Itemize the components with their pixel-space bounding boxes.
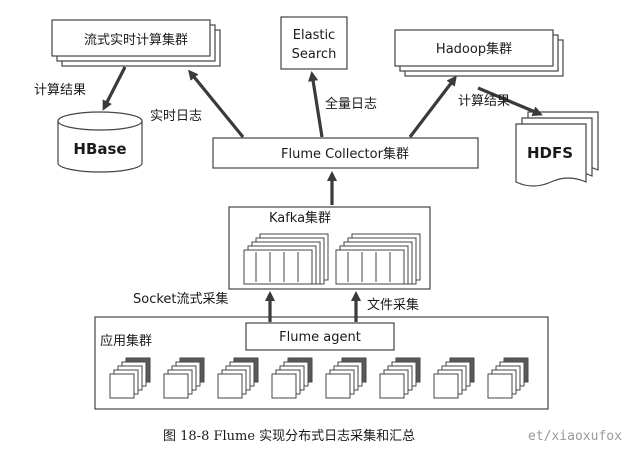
arrow-hadoop-to-hdfs	[477, 86, 543, 116]
arrow-stream-to-hbase	[102, 66, 127, 111]
server-stack-icon	[271, 357, 313, 399]
hdfs-label: HDFS	[527, 144, 573, 162]
flume-agent-label: Flume agent	[279, 330, 361, 345]
server-stack-icon	[109, 357, 151, 399]
arrow-collector-to-elastic	[308, 70, 324, 138]
app-cluster-label: 应用集群	[100, 333, 152, 349]
figure-caption: 图 18-8 Flume 实现分布式日志采集和汇总	[163, 428, 415, 444]
server-stack-icon	[163, 357, 205, 399]
elastic-label-line2: Search	[292, 47, 337, 62]
watermark: et/xiaoxufox	[528, 429, 622, 444]
server-stack-icon	[379, 357, 421, 399]
arrow-collector-to-stream	[188, 69, 245, 139]
stream-cluster-node: 流式实时计算集群	[51, 19, 221, 67]
server-stack-icon	[487, 357, 529, 399]
app-server-icons	[109, 357, 529, 399]
hdfs-node: HDFS	[515, 111, 599, 187]
elastic-label-line1: Elastic	[293, 28, 335, 43]
edge-label-socket-stream: Socket流式采集	[133, 291, 229, 307]
server-stack-icon	[433, 357, 475, 399]
flume-collector-node: Flume Collector集群	[212, 137, 479, 169]
stream-cluster-label: 流式实时计算集群	[84, 32, 188, 48]
hadoop-cluster-node: Hadoop集群	[394, 29, 564, 77]
kafka-partition-group-left	[243, 233, 329, 285]
kafka-cluster-node: Kafka集群	[228, 206, 431, 290]
edge-label-realtime-log: 实时日志	[150, 109, 202, 124]
server-stack-icon	[325, 357, 367, 399]
elastic-search-node: Elastic Search	[280, 16, 348, 70]
flume-agent-node: Flume agent	[245, 322, 395, 351]
edge-label-calc-result-right: 计算结果	[458, 94, 510, 109]
kafka-partition-group-right	[335, 233, 421, 285]
flume-collector-label: Flume Collector集群	[281, 146, 409, 162]
hbase-label: HBase	[73, 140, 126, 158]
app-cluster-node: 应用集群	[94, 316, 549, 410]
hadoop-cluster-label: Hadoop集群	[436, 41, 512, 57]
server-stack-icon	[217, 357, 259, 399]
edge-label-file-collect: 文件采集	[367, 297, 419, 313]
kafka-cluster-label: Kafka集群	[269, 210, 331, 226]
hbase-node: HBase	[57, 111, 143, 173]
edge-label-calc-result-left: 计算结果	[34, 83, 86, 98]
arrow-collector-to-hadoop	[408, 75, 457, 138]
edge-label-full-log: 全量日志	[325, 96, 377, 112]
